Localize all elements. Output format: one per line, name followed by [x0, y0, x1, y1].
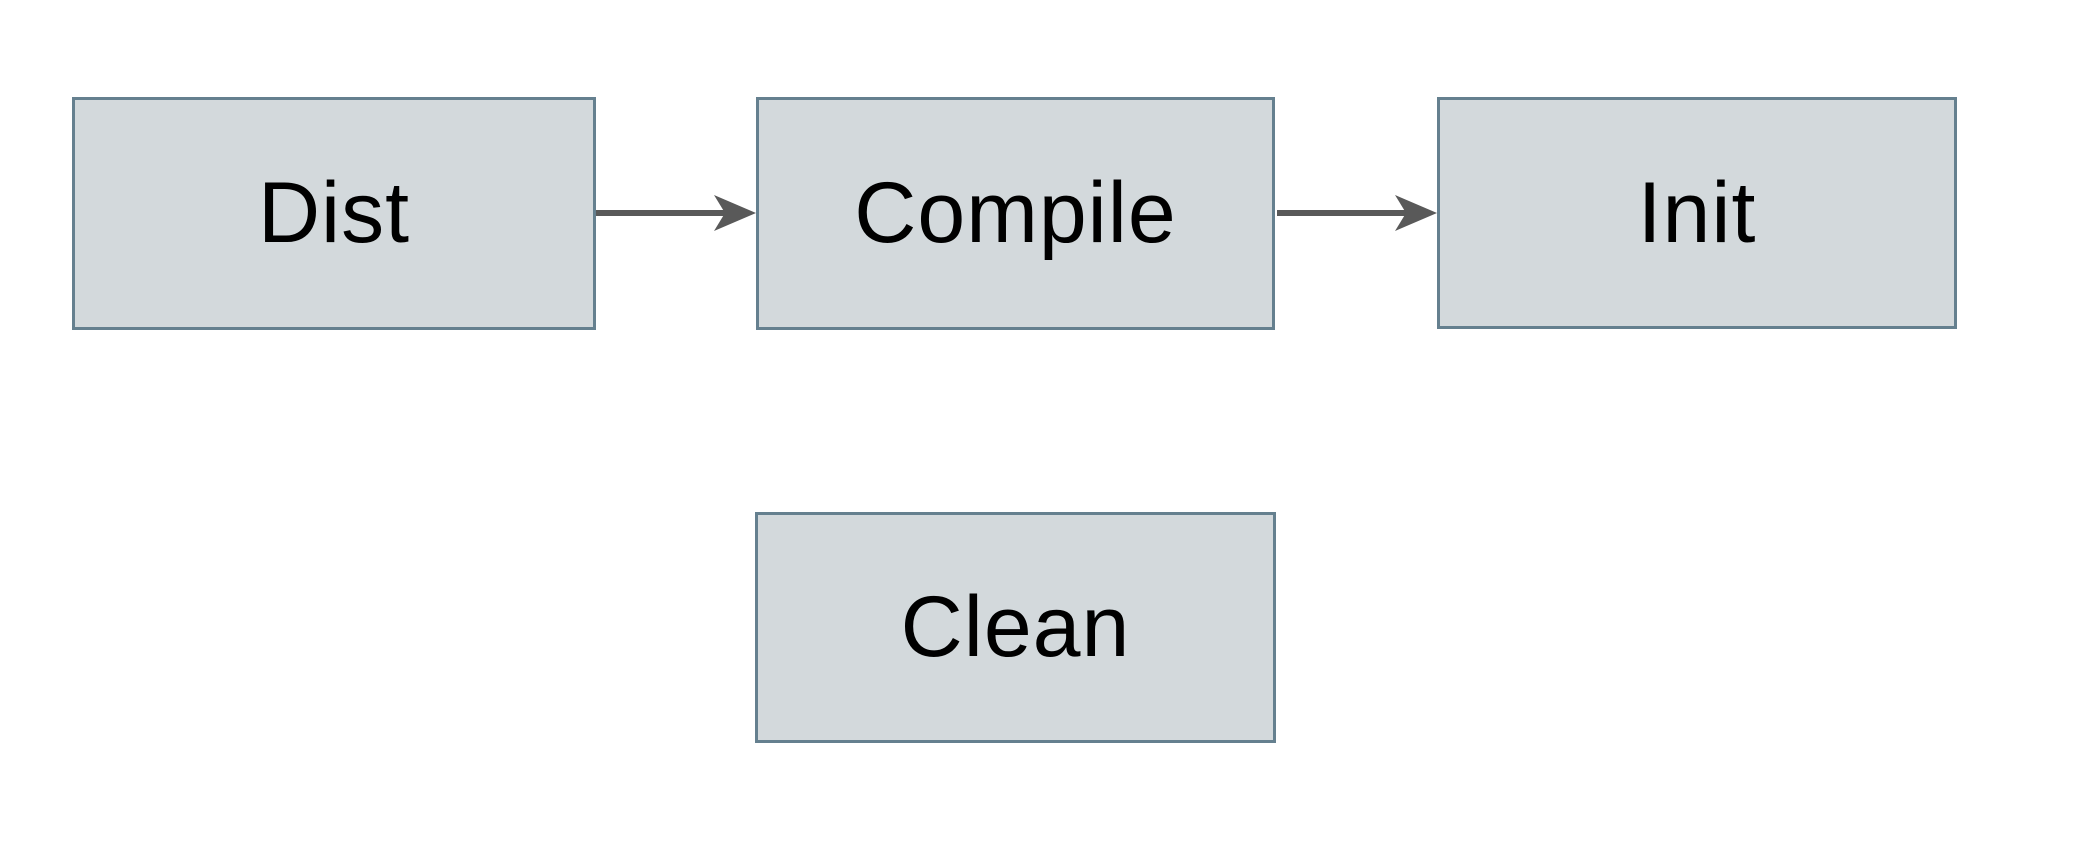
node-clean-label: Clean	[900, 579, 1131, 675]
node-compile-label: Compile	[854, 165, 1177, 261]
node-compile[interactable]: Compile	[756, 97, 1275, 330]
node-dist[interactable]: Dist	[72, 97, 596, 330]
connector-arrow-dist-to-compile	[596, 195, 756, 231]
node-clean[interactable]: Clean	[755, 512, 1276, 743]
node-init-label: Init	[1637, 164, 1757, 261]
connector-arrow-compile-to-init	[1277, 195, 1437, 231]
node-dist-label: Dist	[257, 165, 411, 261]
node-init[interactable]: Init	[1437, 97, 1957, 329]
